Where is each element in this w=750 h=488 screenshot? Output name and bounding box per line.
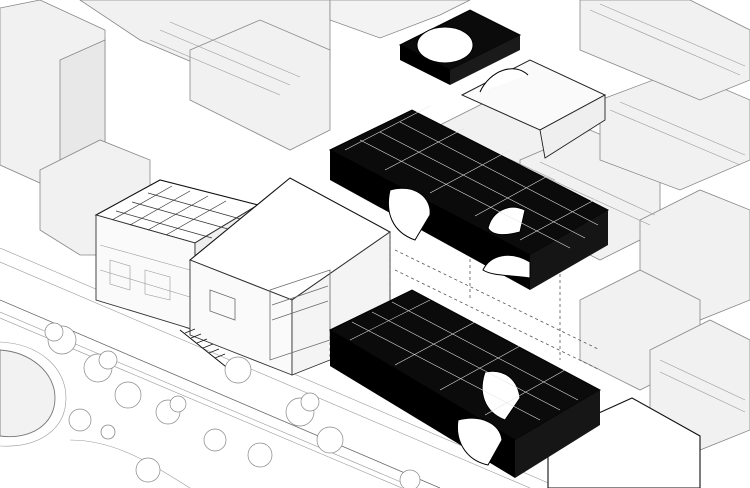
tree-icon <box>68 408 92 432</box>
white-block-building <box>188 177 392 376</box>
tree-icon <box>135 457 161 483</box>
tree-icon <box>224 356 252 384</box>
middle-floor-volume <box>328 105 610 290</box>
tree-icon <box>399 469 421 488</box>
tree-icon <box>44 322 77 355</box>
tree-icon <box>285 392 320 427</box>
tree-row <box>44 322 421 488</box>
upper-floor-volume <box>329 0 607 159</box>
context-roof-lines <box>149 3 746 413</box>
tree-icon <box>114 381 142 409</box>
ground-floor-volume <box>328 289 602 478</box>
tree-icon <box>247 442 273 468</box>
tree-icon <box>316 426 344 454</box>
staircase-icon <box>179 328 231 371</box>
tree-icon <box>155 395 187 425</box>
river-park <box>0 341 191 488</box>
tree-icon <box>83 350 118 383</box>
tree-icon <box>203 428 227 452</box>
